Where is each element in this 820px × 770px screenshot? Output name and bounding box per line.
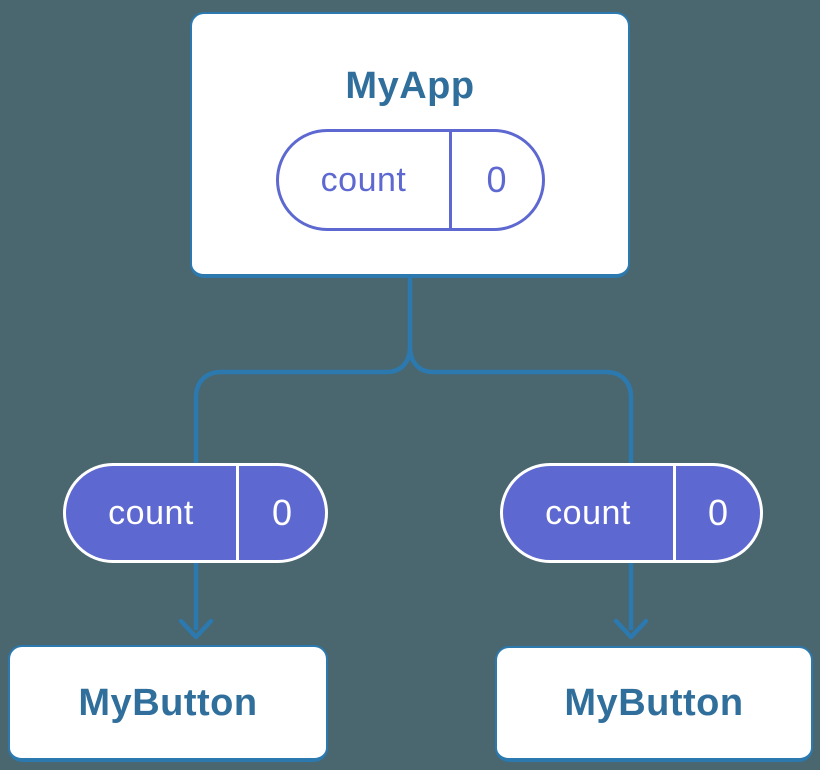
prop-pill-right-divider: [673, 466, 676, 560]
connector-branch-left: [193, 346, 413, 463]
child-component-card-right: MyButton: [495, 646, 813, 762]
prop-pill-left-divider: [236, 466, 239, 560]
connector-branch-right: [407, 346, 634, 463]
arrowhead-left-icon: [178, 618, 214, 640]
child-component-title-left: MyButton: [78, 681, 258, 724]
state-pill-value: 0: [486, 159, 507, 200]
root-component-title: MyApp: [345, 65, 475, 107]
prop-pill-right: count 0: [500, 463, 763, 563]
child-component-title-right: MyButton: [564, 682, 744, 724]
state-pill-name: count: [320, 160, 407, 199]
prop-pill-right-name: count: [545, 493, 631, 532]
prop-pill-left-value: 0: [271, 492, 293, 533]
state-pill: count 0: [275, 129, 545, 231]
arrowhead-right-icon: [613, 618, 649, 640]
root-component-card: MyApp count 0: [190, 12, 630, 278]
prop-pill-left-name: count: [108, 493, 194, 532]
state-pill-divider: [448, 132, 452, 228]
child-component-card-left: MyButton: [8, 645, 328, 762]
prop-pill-right-value: 0: [707, 492, 729, 533]
prop-pill-left: count 0: [63, 463, 328, 563]
